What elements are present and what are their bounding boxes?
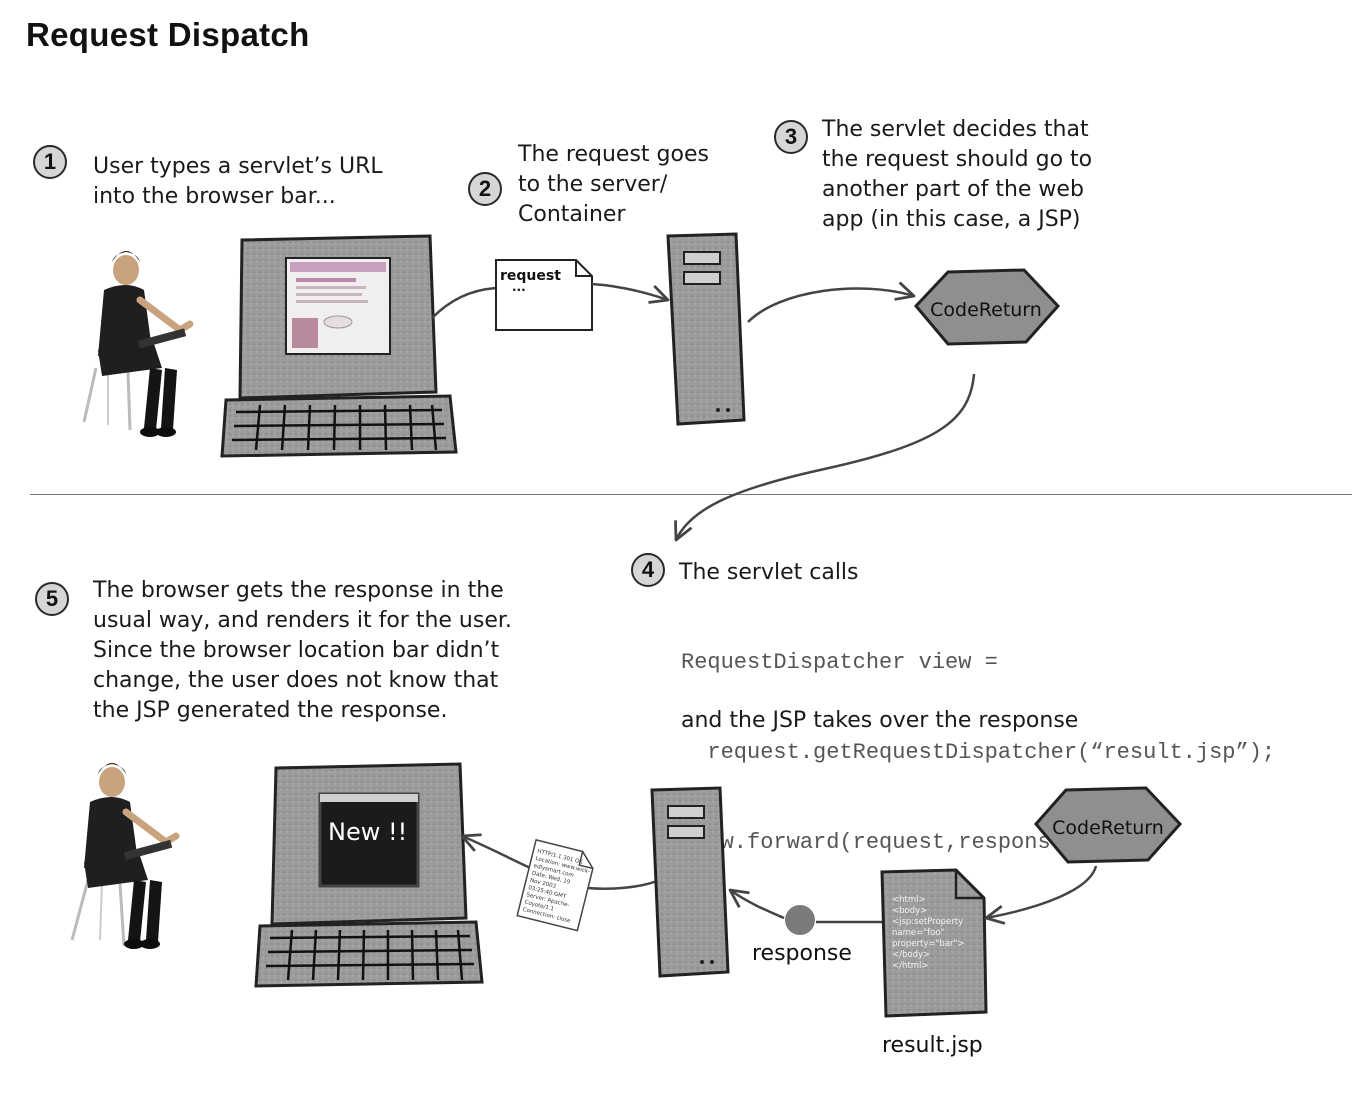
code-line: view.forward(request,response); bbox=[681, 830, 1091, 855]
step-1-text: User types a servlet’s URL into the brow… bbox=[93, 152, 383, 212]
response-label: response bbox=[752, 941, 852, 966]
step-5-number: 5 bbox=[35, 582, 69, 616]
jsp-file-text: <html><body><jsp:setPropertyname="foo"pr… bbox=[892, 895, 965, 971]
jsp-file bbox=[880, 868, 988, 1018]
arrow-server-to-response bbox=[587, 878, 661, 890]
step-3-line: app (in this case, a JSP) bbox=[822, 207, 1081, 232]
jsp-file-line: <jsp:setProperty bbox=[892, 917, 963, 927]
jsp-file-line: <body> bbox=[892, 906, 927, 916]
step-5-line: the JSP generated the response. bbox=[93, 698, 448, 723]
step-5-line: Since the browser location bar didn’t bbox=[93, 638, 500, 663]
step-4-number: 4 bbox=[631, 553, 665, 587]
servlet-label-bottom: CodeReturn bbox=[1052, 817, 1164, 839]
section-divider bbox=[30, 494, 1352, 495]
arrow-servlet-forward bbox=[674, 373, 976, 542]
step-5-text: The browser gets the response in the usu… bbox=[93, 576, 512, 726]
code-line: request.getRequestDispatcher(“result.jsp… bbox=[681, 740, 1276, 765]
result-file-label: result.jsp bbox=[882, 1033, 983, 1058]
server-top bbox=[666, 232, 746, 426]
step-2-number: 2 bbox=[468, 172, 502, 206]
response-document bbox=[516, 838, 594, 932]
step-2-line: Container bbox=[518, 202, 626, 227]
request-note: request ... bbox=[495, 259, 593, 331]
page-title: Request Dispatch bbox=[26, 16, 310, 53]
step-3-text: The servlet decides that the request sho… bbox=[822, 115, 1092, 235]
servlet-hexagon-top: CodeReturn bbox=[913, 268, 1061, 346]
arrow-servlet-to-jsp bbox=[984, 865, 1098, 925]
jsp-file-line: </body> bbox=[892, 950, 930, 960]
user-figure-top bbox=[82, 251, 194, 437]
step-2-line: to the server/ bbox=[518, 172, 668, 197]
servlet-hexagon-bottom: CodeReturn bbox=[1034, 786, 1183, 864]
step-5-line: usual way, and renders it for the user. bbox=[93, 608, 512, 633]
step-3-number: 3 bbox=[774, 120, 808, 154]
step-1-number: 1 bbox=[33, 145, 67, 179]
step-5-line: change, the user does not know that bbox=[93, 668, 499, 693]
arrow-response-to-server bbox=[728, 888, 785, 920]
step-3-line: The servlet decides that bbox=[822, 117, 1089, 142]
request-note-label: request bbox=[500, 268, 561, 284]
servlet-label-top: CodeReturn bbox=[930, 299, 1042, 321]
jsp-file-line: </html> bbox=[892, 961, 928, 971]
user-figure-bottom bbox=[70, 763, 180, 949]
step-2-line: The request goes bbox=[518, 142, 709, 167]
screen-text: New !! bbox=[328, 818, 407, 846]
step-2-text: The request goes to the server/ Containe… bbox=[518, 140, 709, 230]
arrow-request-out bbox=[431, 286, 497, 319]
step-3-line: the request should go to bbox=[822, 147, 1093, 172]
server-bottom bbox=[650, 786, 730, 978]
arrow-to-servlet bbox=[747, 281, 916, 323]
jsp-file-line: <html> bbox=[892, 895, 926, 905]
request-note-dots: ... bbox=[512, 280, 526, 294]
step-5-line: The browser gets the response in the bbox=[93, 578, 504, 603]
step-1-line: into the browser bar... bbox=[93, 184, 336, 209]
step-4-code: RequestDispatcher view = request.getRequ… bbox=[681, 588, 1275, 888]
computer-top bbox=[220, 234, 458, 458]
jsp-file-line: name="foo" bbox=[892, 928, 945, 938]
jsp-file-line: property="bar"> bbox=[892, 939, 965, 949]
code-line: RequestDispatcher view = bbox=[681, 650, 998, 675]
step-4-intro: The servlet calls bbox=[679, 560, 859, 585]
arrow-to-server bbox=[591, 282, 670, 304]
step-4-outro: and the JSP takes over the response bbox=[681, 708, 1079, 733]
response-dot bbox=[785, 905, 815, 935]
step-3-line: another part of the web bbox=[822, 177, 1084, 202]
computer-bottom: New !! bbox=[254, 762, 484, 988]
step-1-line: User types a servlet’s URL bbox=[93, 154, 383, 179]
